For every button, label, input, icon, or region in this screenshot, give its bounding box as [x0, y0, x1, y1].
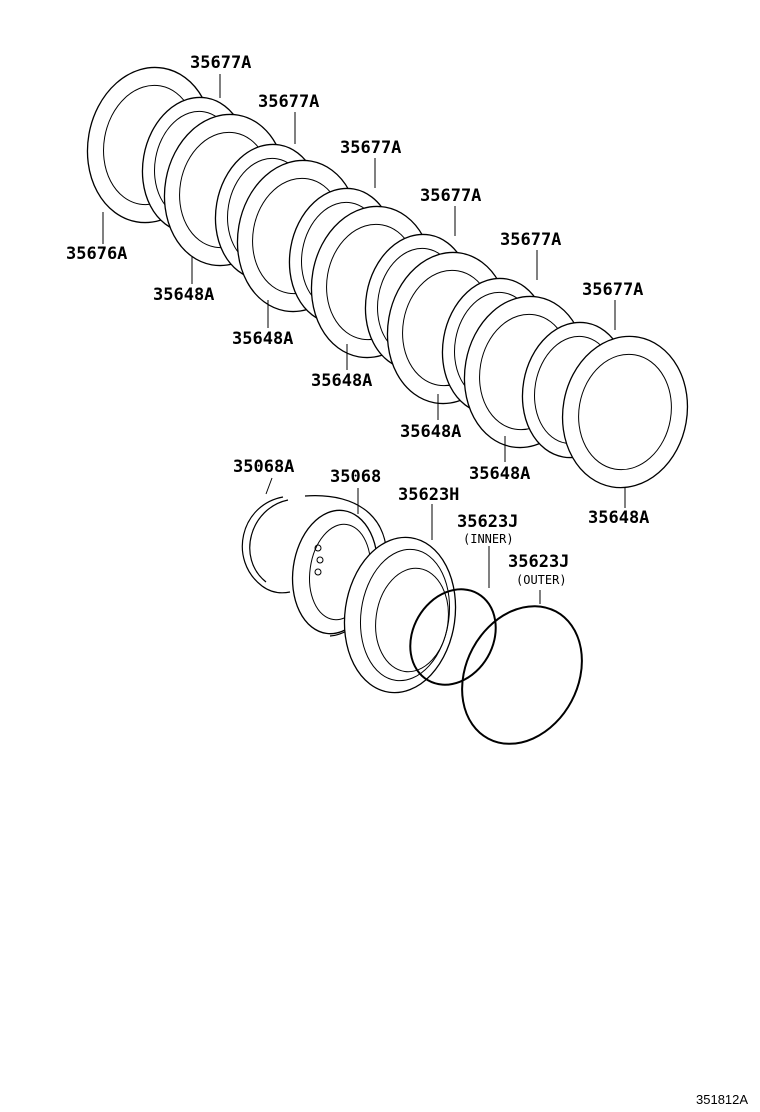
label-disc-5: 35677A — [500, 230, 561, 250]
label-disc-2: 35677A — [258, 92, 319, 112]
label-oring-outer-note: (OUTER) — [516, 573, 567, 587]
label-plate-3: 35648A — [311, 371, 372, 391]
label-oring-outer: 35623J — [508, 552, 569, 572]
label-disc-3: 35677A — [340, 138, 401, 158]
label-oring-inner: 35623J — [457, 512, 518, 532]
plate-35648A-6 — [561, 335, 689, 489]
diagram-code: 351812A — [696, 1092, 748, 1107]
label-disc-1: 35677A — [190, 53, 251, 73]
o-ring-inner-35623J — [409, 588, 497, 686]
label-disc-4: 35677A — [420, 186, 481, 206]
label-spring-retainer: 35068 — [330, 467, 381, 487]
snap-ring-35068A — [241, 496, 291, 594]
piston-35623H — [343, 536, 457, 694]
clutch-plates-stack — [86, 66, 689, 489]
label-flange: 35676A — [66, 244, 127, 264]
label-plate-6: 35648A — [588, 508, 649, 528]
label-piston: 35623H — [398, 485, 459, 505]
label-plate-5: 35648A — [469, 464, 530, 484]
label-snap-ring: 35068A — [233, 457, 294, 477]
label-plate-2: 35648A — [232, 329, 293, 349]
o-ring-outer-35623J — [461, 605, 583, 745]
label-plate-1: 35648A — [153, 285, 214, 305]
label-disc-6: 35677A — [582, 280, 643, 300]
label-oring-inner-note: (INNER) — [463, 532, 514, 546]
leader-lines — [102, 74, 626, 604]
label-plate-4: 35648A — [400, 422, 461, 442]
